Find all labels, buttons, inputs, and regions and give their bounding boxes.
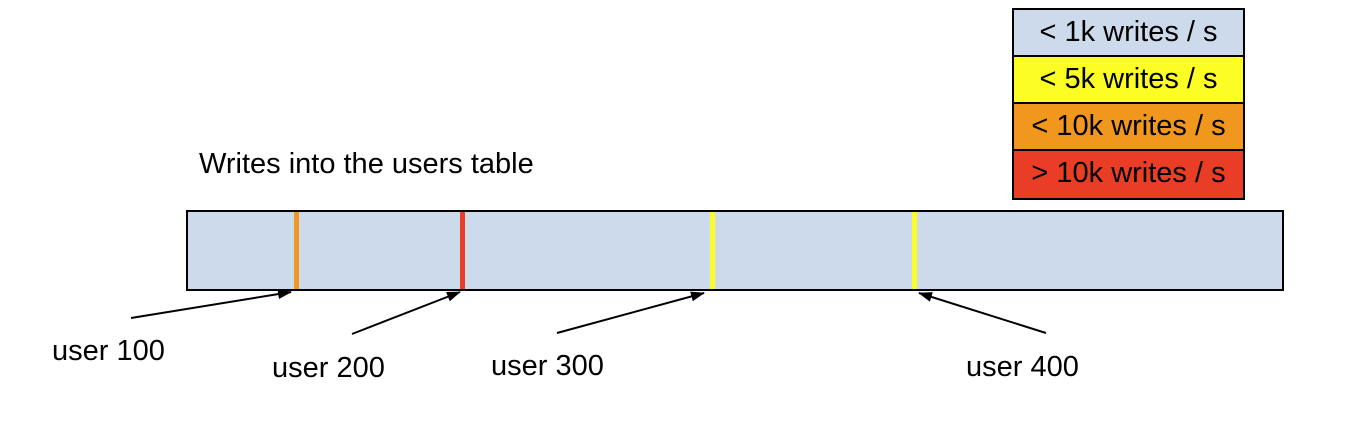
marker-user-300	[709, 212, 715, 289]
label-user-300: user 300	[491, 350, 604, 382]
legend-item-lt-5k: < 5k writes / s	[1014, 57, 1243, 104]
diagram-title: Writes into the users table	[199, 148, 534, 180]
arrow-user-200	[351, 291, 461, 335]
arrow-user-100	[130, 289, 292, 319]
legend-item-lt-10k: < 10k writes / s	[1014, 104, 1243, 151]
label-user-200: user 200	[272, 352, 385, 384]
marker-user-400	[911, 212, 917, 289]
legend: < 1k writes / s< 5k writes / s< 10k writ…	[1012, 8, 1245, 200]
label-user-400: user 400	[966, 351, 1079, 383]
legend-item-lt-1k: < 1k writes / s	[1014, 10, 1243, 57]
marker-user-100	[293, 212, 299, 289]
legend-item-gt-10k: > 10k writes / s	[1014, 151, 1243, 198]
arrow-user-300	[556, 291, 705, 334]
arrow-user-400	[918, 292, 1047, 334]
users-table-bar	[186, 210, 1284, 291]
label-user-100: user 100	[52, 335, 165, 367]
marker-user-200	[459, 212, 465, 289]
